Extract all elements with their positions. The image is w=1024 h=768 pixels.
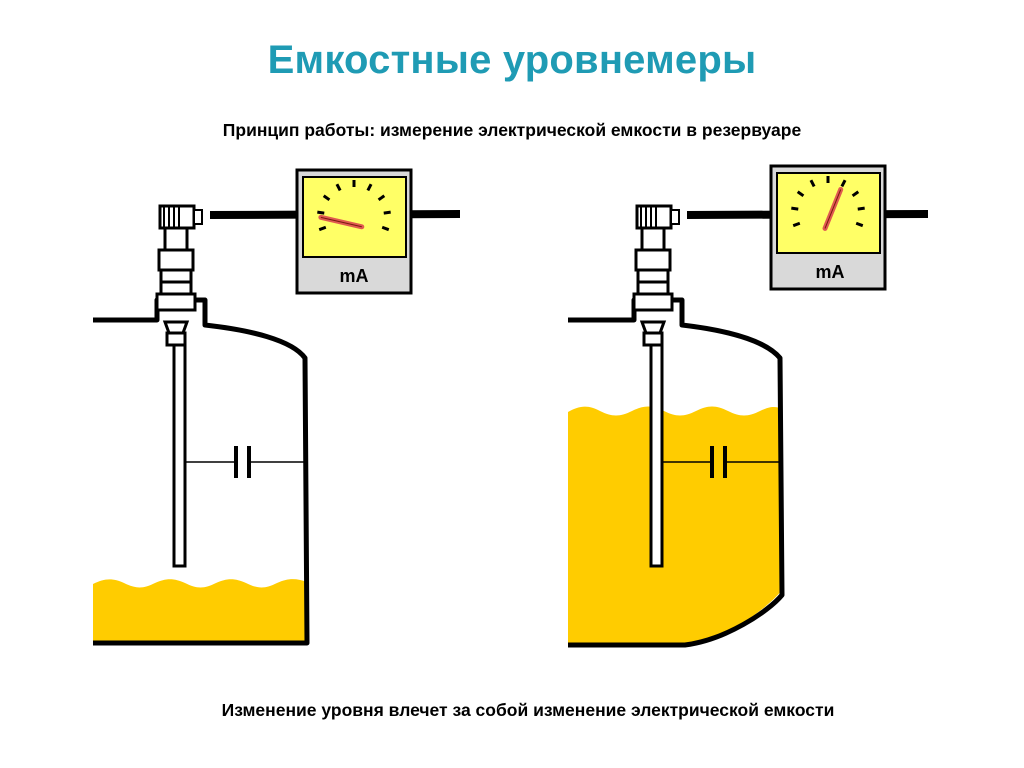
tank-wall-right [568, 297, 785, 648]
page-title: Емкостные уровнемеры [267, 38, 757, 82]
liquid-right [568, 406, 782, 645]
gauge-face-right [776, 172, 881, 254]
probe-rod-right [649, 332, 664, 568]
capacitor-symbol-right [663, 446, 782, 478]
gauge-tick [366, 183, 373, 192]
gauge-tick [809, 179, 816, 188]
gauge-tick [855, 221, 864, 228]
tank-right: mA [568, 164, 928, 648]
gauge-tick [791, 206, 799, 211]
gauge-tick [318, 225, 327, 232]
probe-rod-left [172, 332, 187, 568]
sensor-head-left [155, 204, 204, 347]
gauge-tick [383, 210, 391, 215]
gauge-tick [335, 183, 342, 192]
tank-wall-left [93, 297, 310, 646]
tank-left: mA [93, 168, 460, 646]
liquid-left [93, 579, 307, 643]
sensor-head-right [632, 204, 681, 347]
gauge-unit-left: mA [339, 266, 368, 286]
gauge-unit-right: mA [815, 262, 844, 282]
gauge-tick [322, 194, 331, 202]
gauge-tick [381, 225, 390, 232]
gauge-tick [792, 221, 801, 228]
gauge-left: mA [295, 168, 413, 295]
page-subtitle: Принцип работы: измерение электрической … [222, 120, 802, 140]
page-caption: Изменение уровня влечет за собой изменен… [221, 700, 835, 720]
gauge-tick [317, 210, 325, 215]
gauge-tick [840, 179, 847, 188]
gauge-tick [857, 206, 865, 211]
gauge-tick [796, 190, 805, 198]
gauge-right: mA [769, 164, 887, 291]
capacitor-symbol-left [186, 446, 307, 478]
gauge-tick [851, 190, 860, 198]
gauge-tick [377, 194, 386, 202]
